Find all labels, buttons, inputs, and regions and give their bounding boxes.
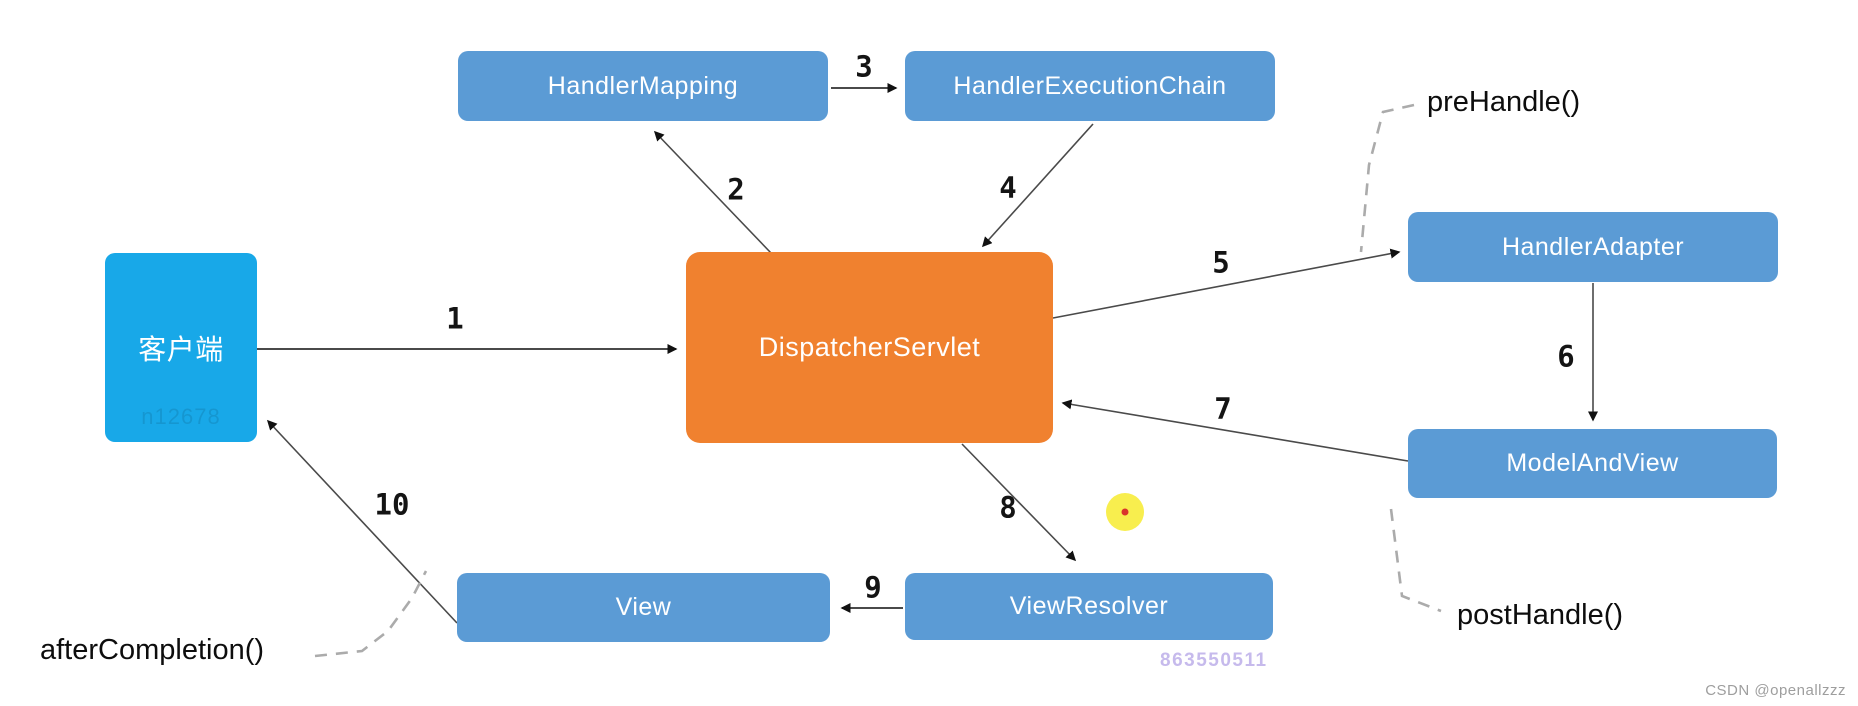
node-handler-mapping: HandlerMapping [458,51,828,121]
node-view-resolver: ViewResolver [905,573,1273,640]
arrow-7-modelandview-to-dispatcher [1061,399,1409,462]
node-client: 客户端 n12678 [105,253,257,442]
step-number-2: 2 [727,172,745,207]
step-number-7: 7 [1214,391,1232,426]
dashed-line-prehandle [1359,103,1415,253]
step-number-9: 9 [864,570,882,605]
step-number-1: 1 [446,301,464,336]
step-number-3: 3 [855,49,873,84]
node-view-label: View [615,593,672,621]
annotation-posthandle: postHandle() [1457,599,1624,631]
node-view: View [457,573,830,642]
step-number-5: 5 [1212,245,1230,280]
node-model-and-view: ModelAndView [1408,429,1777,498]
node-view-resolver-label: ViewResolver [1009,592,1169,620]
step-number-6: 6 [1557,339,1575,374]
client-box-watermark: n12678 [141,404,221,429]
watermark-csdn: CSDN @openallzzz [1705,682,1846,699]
node-handler-adapter: HandlerAdapter [1408,212,1778,282]
node-dispatcher-servlet-label: DispatcherServlet [758,332,981,362]
cursor-highlight-dot [1106,493,1144,531]
node-dispatcher-servlet: DispatcherServlet [686,252,1053,443]
arrow-5-dispatcher-to-handleradapter [1052,248,1401,319]
arrow-2-dispatcher-to-handlermapping [653,130,772,254]
arrow-10-view-to-client [266,419,458,624]
step-number-8: 8 [999,490,1017,525]
watermark-qq-number: 863550511 [1160,650,1268,671]
step-number-10: 10 [374,487,410,522]
arrow-8-dispatcher-to-viewresolver [961,443,1077,562]
node-handler-adapter-label: HandlerAdapter [1501,232,1685,261]
annotation-prehandle: preHandle() [1427,86,1581,118]
annotation-aftercompletion: afterCompletion() [40,634,265,666]
dashed-line-aftercompletion [314,570,428,658]
node-handler-execution-chain: HandlerExecutionChain [905,51,1275,121]
node-handler-execution-chain-label: HandlerExecutionChain [953,71,1227,100]
dashed-line-posthandle [1389,508,1442,613]
node-model-and-view-label: ModelAndView [1506,449,1679,477]
arrow-4-chain-to-dispatcher [981,123,1094,248]
cursor-dot-center [1121,508,1129,516]
node-client-label: 客户端 [138,333,224,365]
step-number-4: 4 [999,170,1017,205]
node-handler-mapping-label: HandlerMapping [547,71,739,100]
